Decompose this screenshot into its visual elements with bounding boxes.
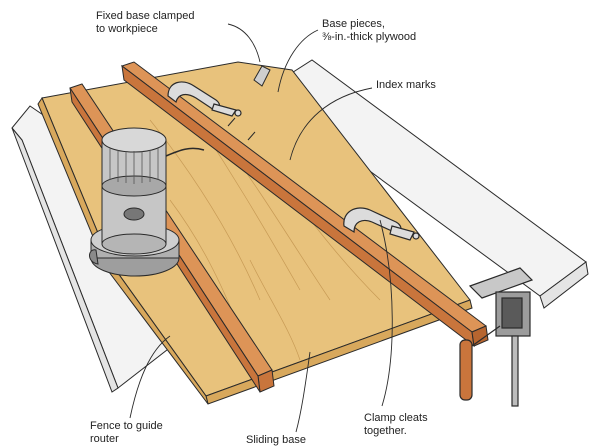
leader-fixed-base	[227, 23, 261, 63]
leader-fence	[129, 335, 171, 419]
leader-lines	[129, 23, 393, 433]
label-clamp-cleats-line2: together.	[364, 425, 407, 437]
label-fixed-base-line2: to workpiece	[96, 23, 158, 35]
router-handle-left	[89, 249, 99, 265]
leader-sliding-base	[295, 351, 311, 433]
leader-clamp-cleats	[379, 219, 393, 407]
label-fence: Fence to guide router	[90, 420, 163, 446]
right-table-edge	[539, 261, 589, 309]
label-base-pieces-line1: Base pieces,	[322, 18, 385, 30]
label-sliding-base: Sliding base	[246, 434, 306, 446]
leader-base-pieces	[277, 29, 319, 93]
label-fence-line2: router	[90, 433, 119, 445]
label-fence-line1: Fence to guide	[90, 420, 163, 432]
label-clamp-cleats-line1: Clamp cleats	[364, 412, 428, 424]
router	[89, 127, 205, 277]
base-cleat	[120, 61, 489, 348]
cleat-clamp-upper	[167, 81, 242, 117]
label-clamp-cleats: Clamp cleats together.	[364, 412, 428, 438]
label-fixed-base: Fixed base clamped to workpiece	[96, 10, 194, 36]
leader-index-marks	[289, 87, 373, 161]
router-cord	[165, 147, 205, 157]
index-marks	[227, 117, 256, 141]
cleat-clamp-lower	[343, 207, 420, 241]
label-index-marks: Index marks	[376, 79, 436, 91]
label-base-pieces-line2: ⅜-in.-thick plywood	[322, 31, 417, 43]
bar-clamp	[459, 267, 534, 407]
label-base-pieces: Base pieces, ⅜-in.-thick plywood	[322, 18, 416, 44]
left-table-edge	[11, 127, 119, 393]
router-motor-fins	[109, 148, 159, 184]
fixed-base-clamp-knob	[253, 65, 271, 87]
label-fixed-base-line1: Fixed base clamped	[96, 10, 195, 22]
base-cleat-end	[471, 325, 489, 347]
